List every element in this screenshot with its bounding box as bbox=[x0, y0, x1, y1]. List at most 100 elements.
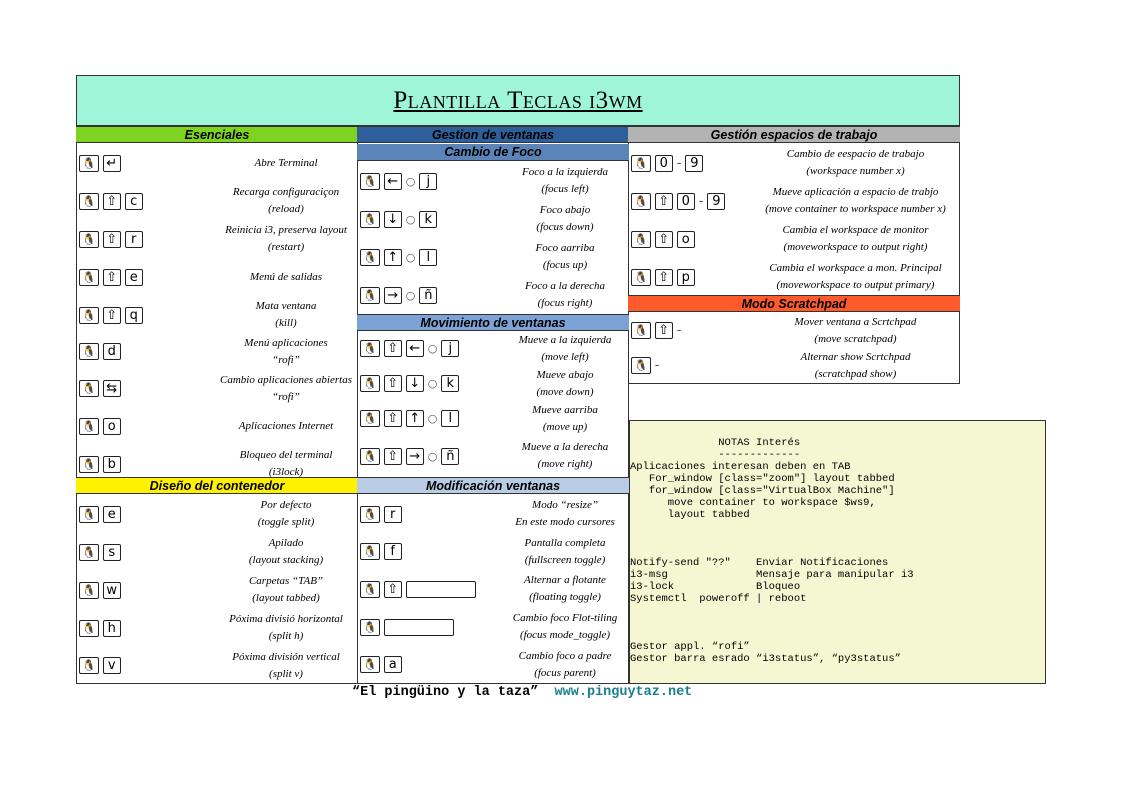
description-line1: Mata ventana bbox=[255, 300, 317, 312]
description-line1: Pantalla completa bbox=[524, 536, 606, 549]
key-d: d bbox=[102, 343, 121, 360]
or-separator: ○ bbox=[427, 449, 438, 463]
key-o: o bbox=[676, 230, 695, 248]
shortcut-description: Alternar a flotante(floating toggle) bbox=[505, 570, 625, 608]
super-key-penguin-icon: 🐧 bbox=[79, 581, 99, 599]
description-line1: Reinicia i3, preserva layout bbox=[225, 224, 347, 236]
key-combination: 🐧s bbox=[79, 533, 121, 571]
or-separator: ○ bbox=[427, 412, 438, 425]
key-9: 9 bbox=[707, 192, 726, 210]
key-combination: 🐧e bbox=[79, 495, 121, 533]
or-separator: ○ bbox=[427, 377, 438, 390]
shortcut-description: Apilado(layout stacking) bbox=[216, 533, 356, 571]
notes-panel: NOTAS Interés -------------Aplicaciones … bbox=[629, 420, 1046, 684]
shift-key-icon: ⇧ bbox=[383, 580, 402, 598]
shortcut-description: Mover ventana a Scrtchpad(move scratchpa… bbox=[753, 313, 958, 348]
footer-url[interactable]: www.pinguytaz.net bbox=[554, 685, 693, 700]
description-line1: Póxima división vertical bbox=[232, 650, 340, 663]
header-diseno: Diseño del contenedor bbox=[76, 477, 358, 494]
description-line2: (move up) bbox=[542, 420, 588, 433]
shortcut-row: 🐧⇆Cambio aplicaciones abiertas“rofi” bbox=[76, 369, 358, 408]
description-line1: Cambia el workspace a mon. Principal bbox=[769, 262, 942, 274]
description-line2: (restart) bbox=[267, 241, 305, 253]
super-key-penguin-icon: 🐧 bbox=[79, 505, 99, 523]
super-key-penguin-icon: 🐧 bbox=[360, 286, 380, 304]
or-separator: ○ bbox=[405, 174, 416, 188]
description-line1: Foco abajo bbox=[539, 204, 591, 216]
header-scratchpad: Modo Scratchpad bbox=[628, 295, 960, 312]
footer-quote: “El pingüino y la taza” bbox=[352, 685, 539, 700]
page-title: Plantilla Teclas i3wm bbox=[393, 86, 643, 114]
range-separator: - bbox=[698, 193, 704, 209]
tab-key-icon: ⇆ bbox=[102, 380, 121, 397]
notes-line bbox=[630, 521, 1045, 533]
arrow-right-key-icon: → bbox=[383, 286, 402, 304]
shift-key-icon: ⇧ bbox=[654, 192, 673, 210]
super-key-penguin-icon: 🐧 bbox=[631, 357, 651, 374]
description-line1: Abre Terminal bbox=[254, 156, 318, 169]
notes-line: For_window [class="zoom"] layout tabbed bbox=[630, 473, 895, 485]
key-l: l bbox=[441, 410, 460, 427]
key-combination: 🐧⇧c bbox=[79, 182, 143, 220]
description-line1: Aplicaciones Internet bbox=[238, 419, 334, 432]
super-key-penguin-icon: 🐧 bbox=[79, 455, 99, 473]
description-line1: Bloqueo del terminal bbox=[239, 449, 333, 461]
or-separator: ○ bbox=[405, 250, 416, 264]
notes-line: Aplicaciones interesan deben en TAB bbox=[630, 461, 851, 473]
key-combination: 🐧↵ bbox=[79, 144, 121, 182]
notes-line bbox=[630, 533, 1045, 545]
shift-key-icon: ⇧ bbox=[102, 268, 121, 286]
column-espacios bbox=[628, 126, 960, 384]
super-key-penguin-icon: 🐧 bbox=[360, 340, 380, 357]
key-ñ: ñ bbox=[419, 286, 438, 304]
key-combination: 🐧h bbox=[79, 609, 121, 647]
description-line2: (i3lock) bbox=[268, 466, 304, 478]
description-line1: Foco aarriba bbox=[535, 242, 595, 254]
key-e: e bbox=[102, 505, 121, 523]
key-combination: 🐧0-9 bbox=[631, 144, 704, 182]
arrow-up-key-icon: ↑ bbox=[405, 410, 424, 427]
key-k: k bbox=[441, 375, 460, 392]
notes-line: move container to workspace $ws9, bbox=[630, 497, 876, 509]
description-line1: Alternar a flotante bbox=[524, 574, 606, 586]
super-key-penguin-icon: 🐧 bbox=[79, 657, 99, 674]
shortcut-description: Póxima divisió horizontal(split h) bbox=[216, 609, 356, 647]
notes-line: i3-lock Bloqueo bbox=[630, 581, 801, 593]
shortcut-description: Póxima división vertical(split v) bbox=[216, 647, 356, 684]
shortcut-description: Aplicaciones Internet bbox=[216, 408, 356, 444]
shortcut-row: 🐧↵ Abre Terminal bbox=[76, 144, 358, 182]
super-key-penguin-icon: 🐧 bbox=[79, 343, 99, 360]
shortcut-description: Mata ventana(kill) bbox=[216, 296, 356, 334]
description-line1: Cambio foco Flot-tiling bbox=[512, 612, 618, 624]
notes-line: layout tabbed bbox=[630, 509, 750, 521]
description-line1: Foco a la izquierda bbox=[521, 166, 609, 178]
super-key-penguin-icon: 🐧 bbox=[79, 306, 99, 324]
key-combination: 🐧f bbox=[360, 533, 402, 570]
key-combination: 🐧↑○l bbox=[360, 238, 438, 276]
description-line1: Mueve abajo bbox=[536, 368, 594, 381]
description-line2: (moveworkspace to output right) bbox=[783, 241, 928, 253]
key-combination: 🐧⇧r bbox=[79, 220, 143, 258]
key-combination: 🐧r bbox=[360, 495, 402, 533]
description-line1: Cambio foco a padre bbox=[518, 649, 612, 662]
shortcut-description: Foco a la derecha(focus right) bbox=[505, 276, 625, 314]
shortcut-description: Mueve a la derecha(move right) bbox=[505, 436, 625, 476]
header-espacios: Gestión espacios de trabajo bbox=[628, 126, 960, 143]
key-combination: 🐧⇧↓○k bbox=[360, 366, 460, 401]
super-key-penguin-icon: 🐧 bbox=[360, 580, 380, 598]
space-key bbox=[405, 580, 476, 598]
description-line1: Alternar show Scrtchpad bbox=[800, 350, 911, 363]
shift-key-icon: ⇧ bbox=[383, 375, 402, 392]
description-line2: (move left) bbox=[541, 350, 589, 363]
description-line2: (move down) bbox=[536, 385, 594, 398]
